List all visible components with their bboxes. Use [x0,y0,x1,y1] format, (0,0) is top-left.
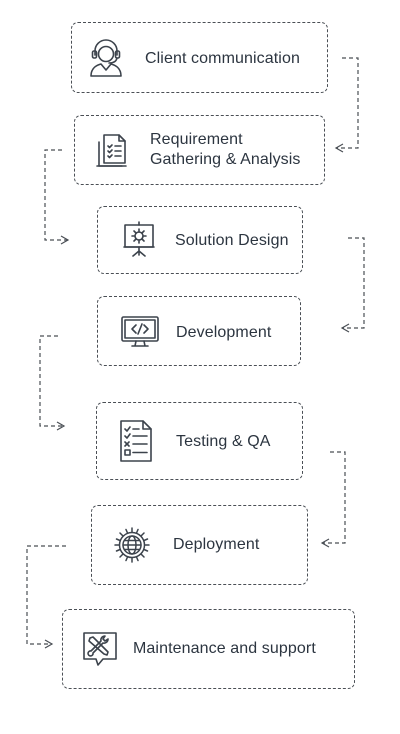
step-client-communication: Client communication [71,22,328,93]
step-development: Development [97,296,301,366]
test-checklist-icon [119,419,153,463]
connector-5-6 [320,451,346,548]
step-solution-design: Solution Design [97,206,303,274]
step-testing-qa: Testing & QA [96,402,303,480]
document-checklist-icon [95,132,131,170]
tools-icon [81,630,119,668]
connector-1-2 [334,57,359,153]
headset-icon [86,39,126,79]
connector-2-3 [44,149,70,245]
step-maintenance-support: Maintenance and support [62,609,355,689]
globe-gear-icon [113,526,151,564]
step-label: Maintenance and support [133,640,316,657]
connector-3-4 [340,237,365,333]
step-label: Deployment [173,536,260,553]
presentation-board-icon [122,221,156,259]
connector-4-5 [39,335,66,431]
step-label: Requirement Gathering & Analysis [150,131,301,168]
step-label: Development [176,324,272,341]
step-deployment: Deployment [91,505,308,585]
code-monitor-icon [120,315,160,349]
step-label: Client communication [145,50,300,67]
step-requirement-gathering: Requirement Gathering & Analysis [74,115,325,185]
connector-6-7 [26,545,66,649]
step-label: Testing & QA [176,433,271,450]
step-label: Solution Design [175,232,289,249]
